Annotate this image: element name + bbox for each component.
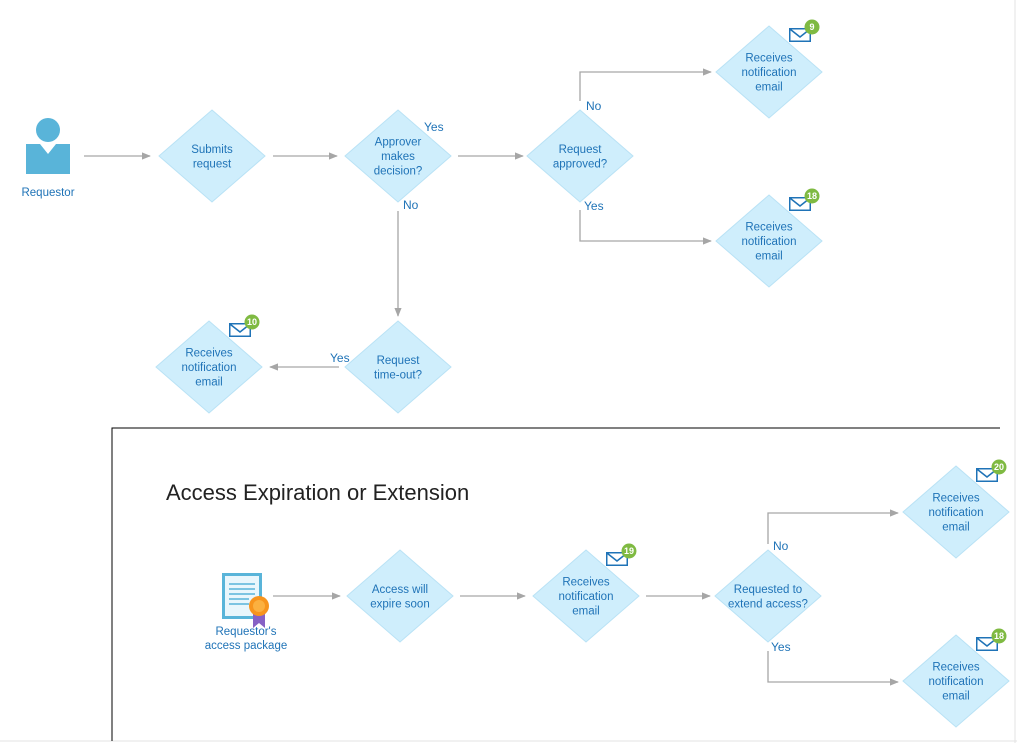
node-requested-extend: Requested to extend access? bbox=[714, 549, 822, 643]
expiration-section-border bbox=[111, 427, 1000, 741]
node-text-line: Request bbox=[559, 144, 603, 156]
edge-approved-yes bbox=[579, 210, 712, 245]
section-title: Access Expiration or Extension bbox=[166, 480, 469, 505]
node-text-line: notification bbox=[182, 362, 237, 374]
access-package: Requestor's access package bbox=[205, 573, 287, 652]
node-access-will-expire: Access will expire soon bbox=[346, 549, 454, 643]
label-extend-no: No bbox=[773, 539, 789, 553]
diamond-shape bbox=[346, 549, 454, 643]
person-icon bbox=[26, 118, 70, 174]
node-request-approved: Request approved? bbox=[526, 109, 634, 203]
badge-count: 9 bbox=[809, 22, 814, 32]
edge-approved-no bbox=[579, 68, 712, 101]
diamond-shape bbox=[155, 320, 263, 414]
node-text-line: Receives bbox=[932, 662, 980, 674]
count-badge: 18 bbox=[991, 628, 1007, 644]
node-submits-request: Submits request bbox=[158, 109, 266, 203]
count-badge: 18 bbox=[804, 188, 820, 204]
envelope-icon bbox=[976, 637, 998, 651]
node-text-line: Receives bbox=[562, 577, 610, 589]
node-notification-email-18-top: Receives notification email 18 bbox=[715, 188, 823, 288]
node-text-line: makes bbox=[381, 151, 415, 163]
node-text-line: notification bbox=[559, 591, 614, 603]
node-text-line: time-out? bbox=[374, 369, 422, 381]
label-approver-no: No bbox=[403, 198, 419, 212]
edges-bottom bbox=[273, 509, 899, 686]
label-approved-yes: Yes bbox=[584, 199, 604, 213]
node-request-timeout: Request time-out? bbox=[344, 320, 452, 414]
node-text-line: Request bbox=[377, 355, 421, 367]
edges-top bbox=[84, 68, 712, 371]
node-notification-email-10: Receives notification email 10 bbox=[155, 314, 263, 414]
edge-extend-yes bbox=[767, 651, 899, 686]
node-text-line: notification bbox=[929, 676, 984, 688]
requestor: Requestor bbox=[21, 118, 75, 199]
node-text-line: Receives bbox=[745, 53, 793, 65]
envelope-icon bbox=[606, 552, 628, 566]
count-badge: 9 bbox=[804, 19, 820, 35]
node-text-line: email bbox=[942, 691, 969, 703]
diamond-shape bbox=[532, 549, 640, 643]
label-extend-yes: Yes bbox=[771, 640, 791, 654]
node-notification-email-20: Receives notification email 20 bbox=[902, 459, 1010, 559]
diamond-shape bbox=[902, 634, 1010, 728]
package-label-line1: Requestor's bbox=[215, 626, 276, 638]
diamond-shape bbox=[344, 109, 452, 203]
envelope-icon bbox=[789, 28, 811, 42]
badge-count: 18 bbox=[807, 191, 817, 201]
node-text-line: Receives bbox=[932, 493, 980, 505]
node-text-line: Requested to bbox=[734, 584, 802, 596]
node-text-line: decision? bbox=[374, 166, 423, 178]
diamond-shape bbox=[344, 320, 452, 414]
badge-count: 19 bbox=[624, 546, 634, 556]
diamond-shape bbox=[526, 109, 634, 203]
node-text-line: email bbox=[755, 82, 782, 94]
node-text-line: request bbox=[193, 158, 232, 170]
certificate-icon bbox=[222, 573, 269, 628]
diamond-shape bbox=[714, 549, 822, 643]
node-notification-email-18-bottom: Receives notification email 18 bbox=[902, 628, 1010, 728]
node-text-line: email bbox=[572, 606, 599, 618]
node-text-line: Receives bbox=[745, 222, 793, 234]
count-badge: 10 bbox=[244, 314, 260, 330]
count-badge: 19 bbox=[621, 543, 637, 559]
count-badge: 20 bbox=[991, 459, 1007, 475]
edge-labels: Yes No No Yes Yes No Yes bbox=[330, 99, 791, 654]
node-notification-email-19: Receives notification email 19 bbox=[532, 543, 640, 643]
diamond-shape bbox=[715, 194, 823, 288]
envelope-icon bbox=[976, 468, 998, 482]
node-text-line: email bbox=[942, 522, 969, 534]
badge-count: 10 bbox=[247, 317, 257, 327]
diamond-shape bbox=[715, 25, 823, 119]
node-text-line: expire soon bbox=[370, 598, 429, 610]
node-text-line: approved? bbox=[553, 158, 607, 170]
diamond-shape bbox=[902, 465, 1010, 559]
badge-count: 20 bbox=[994, 462, 1004, 472]
node-approver-decision: Approver makes decision? bbox=[344, 109, 452, 203]
envelope-icon bbox=[789, 197, 811, 211]
badge-count: 18 bbox=[994, 631, 1004, 641]
node-text-line: Receives bbox=[185, 348, 233, 360]
envelope-icon bbox=[229, 323, 251, 337]
requestor-label: Requestor bbox=[21, 187, 74, 199]
node-text-line: extend access? bbox=[728, 598, 808, 610]
node-text-line: email bbox=[195, 377, 222, 389]
node-text-line: notification bbox=[742, 67, 797, 79]
node-text-line: email bbox=[755, 251, 782, 263]
node-text-line: Approver bbox=[375, 137, 422, 149]
node-notification-email-9: Receives notification email 9 bbox=[715, 19, 823, 119]
diamond-shape bbox=[158, 109, 266, 203]
package-label-line2: access package bbox=[205, 640, 287, 652]
nodes-layer: Submits request Approver makes decision? Requ… bbox=[155, 19, 1010, 728]
node-text-line: Submits bbox=[191, 144, 233, 156]
label-approved-no: No bbox=[586, 99, 602, 113]
edge-extend-no bbox=[767, 509, 899, 544]
node-text-line: Access will bbox=[372, 584, 428, 596]
node-text-line: notification bbox=[742, 236, 797, 248]
node-text-line: notification bbox=[929, 507, 984, 519]
label-timeout-yes: Yes bbox=[330, 351, 350, 365]
label-approver-yes: Yes bbox=[424, 120, 444, 134]
